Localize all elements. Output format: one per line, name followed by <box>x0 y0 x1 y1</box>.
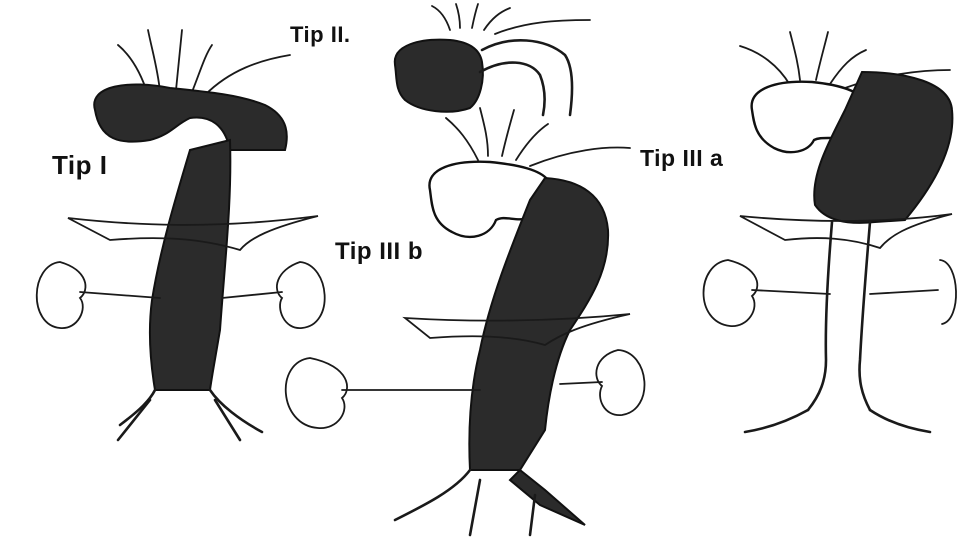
type-3a-aorta <box>704 32 957 432</box>
label-type-2: Tip II. <box>290 24 351 46</box>
type-1-aorta <box>37 30 325 440</box>
label-type-3a: Tip III a <box>640 147 723 170</box>
type-2-aorta <box>395 4 590 115</box>
label-type-1: Tip I <box>52 152 107 178</box>
label-type-3b: Tip III b <box>335 240 423 264</box>
type-3b-aorta <box>286 108 645 535</box>
